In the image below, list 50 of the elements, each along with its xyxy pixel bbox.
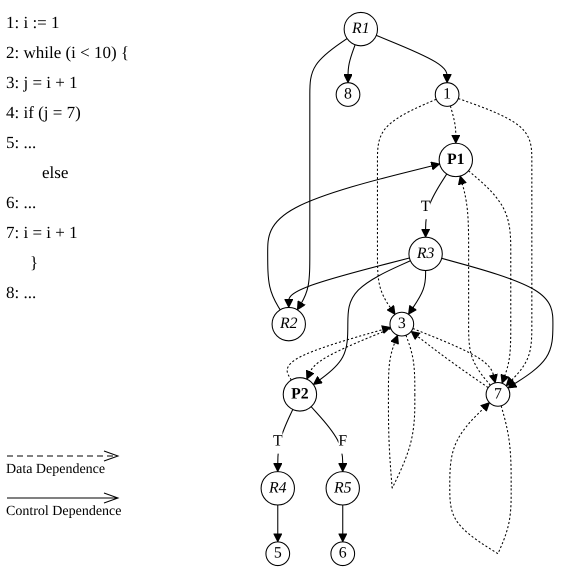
arrow [284,257,410,308]
edge-label: F [338,432,348,449]
code-line: 5: ... [6,132,36,154]
arrow [376,98,436,314]
node-circle: 6 [330,540,356,566]
node-circle: 5 [265,540,290,566]
code-line: 4: if (j = 7) [6,102,81,124]
node-circle: 1 [434,82,460,106]
node-circle: R3 [408,236,443,271]
arrow [450,105,460,144]
node-circle: 3 [389,311,414,336]
arrow [420,173,448,238]
arrow [306,328,392,380]
arrow [468,170,512,384]
node-circle: 7 [486,381,510,406]
node-circle: 8 [336,82,360,106]
arrow [273,408,294,472]
node-circle: R4 [260,470,295,506]
node-circle: R2 [272,306,306,341]
legend-text: Control Dependence [6,504,122,520]
node-circle: P1 [438,142,474,177]
node-circle: R5 [326,470,360,506]
code-line: 2: while (i < 10) { [6,42,130,64]
arrow [458,175,491,386]
arrow [267,161,440,310]
arrow [296,38,348,310]
code-line: else [41,162,68,184]
arrow [442,257,554,388]
code-line: 7: i = i + 1 [6,222,78,244]
arrow [310,406,348,472]
arrow [458,98,532,386]
code-line: 3: j = i + 1 [6,72,78,94]
code-line: 6: ... [6,192,36,214]
node-circle: P2 [282,376,318,412]
arrow [312,260,411,384]
arrow [376,34,452,83]
arrow [286,324,391,380]
edge-label: T [420,198,430,215]
code-line: 8: ... [6,282,36,304]
arrow [408,270,426,314]
code-line: 1: i := 1 [6,12,60,34]
code-line: } [29,252,38,274]
arrow [273,504,282,542]
arrow [338,504,348,542]
legend-text: Data Dependence [6,462,106,478]
arrow [343,44,356,83]
arrow [410,330,488,388]
arrow [412,328,498,383]
node-circle: R1 [344,11,378,46]
edge-label: T [272,432,283,449]
